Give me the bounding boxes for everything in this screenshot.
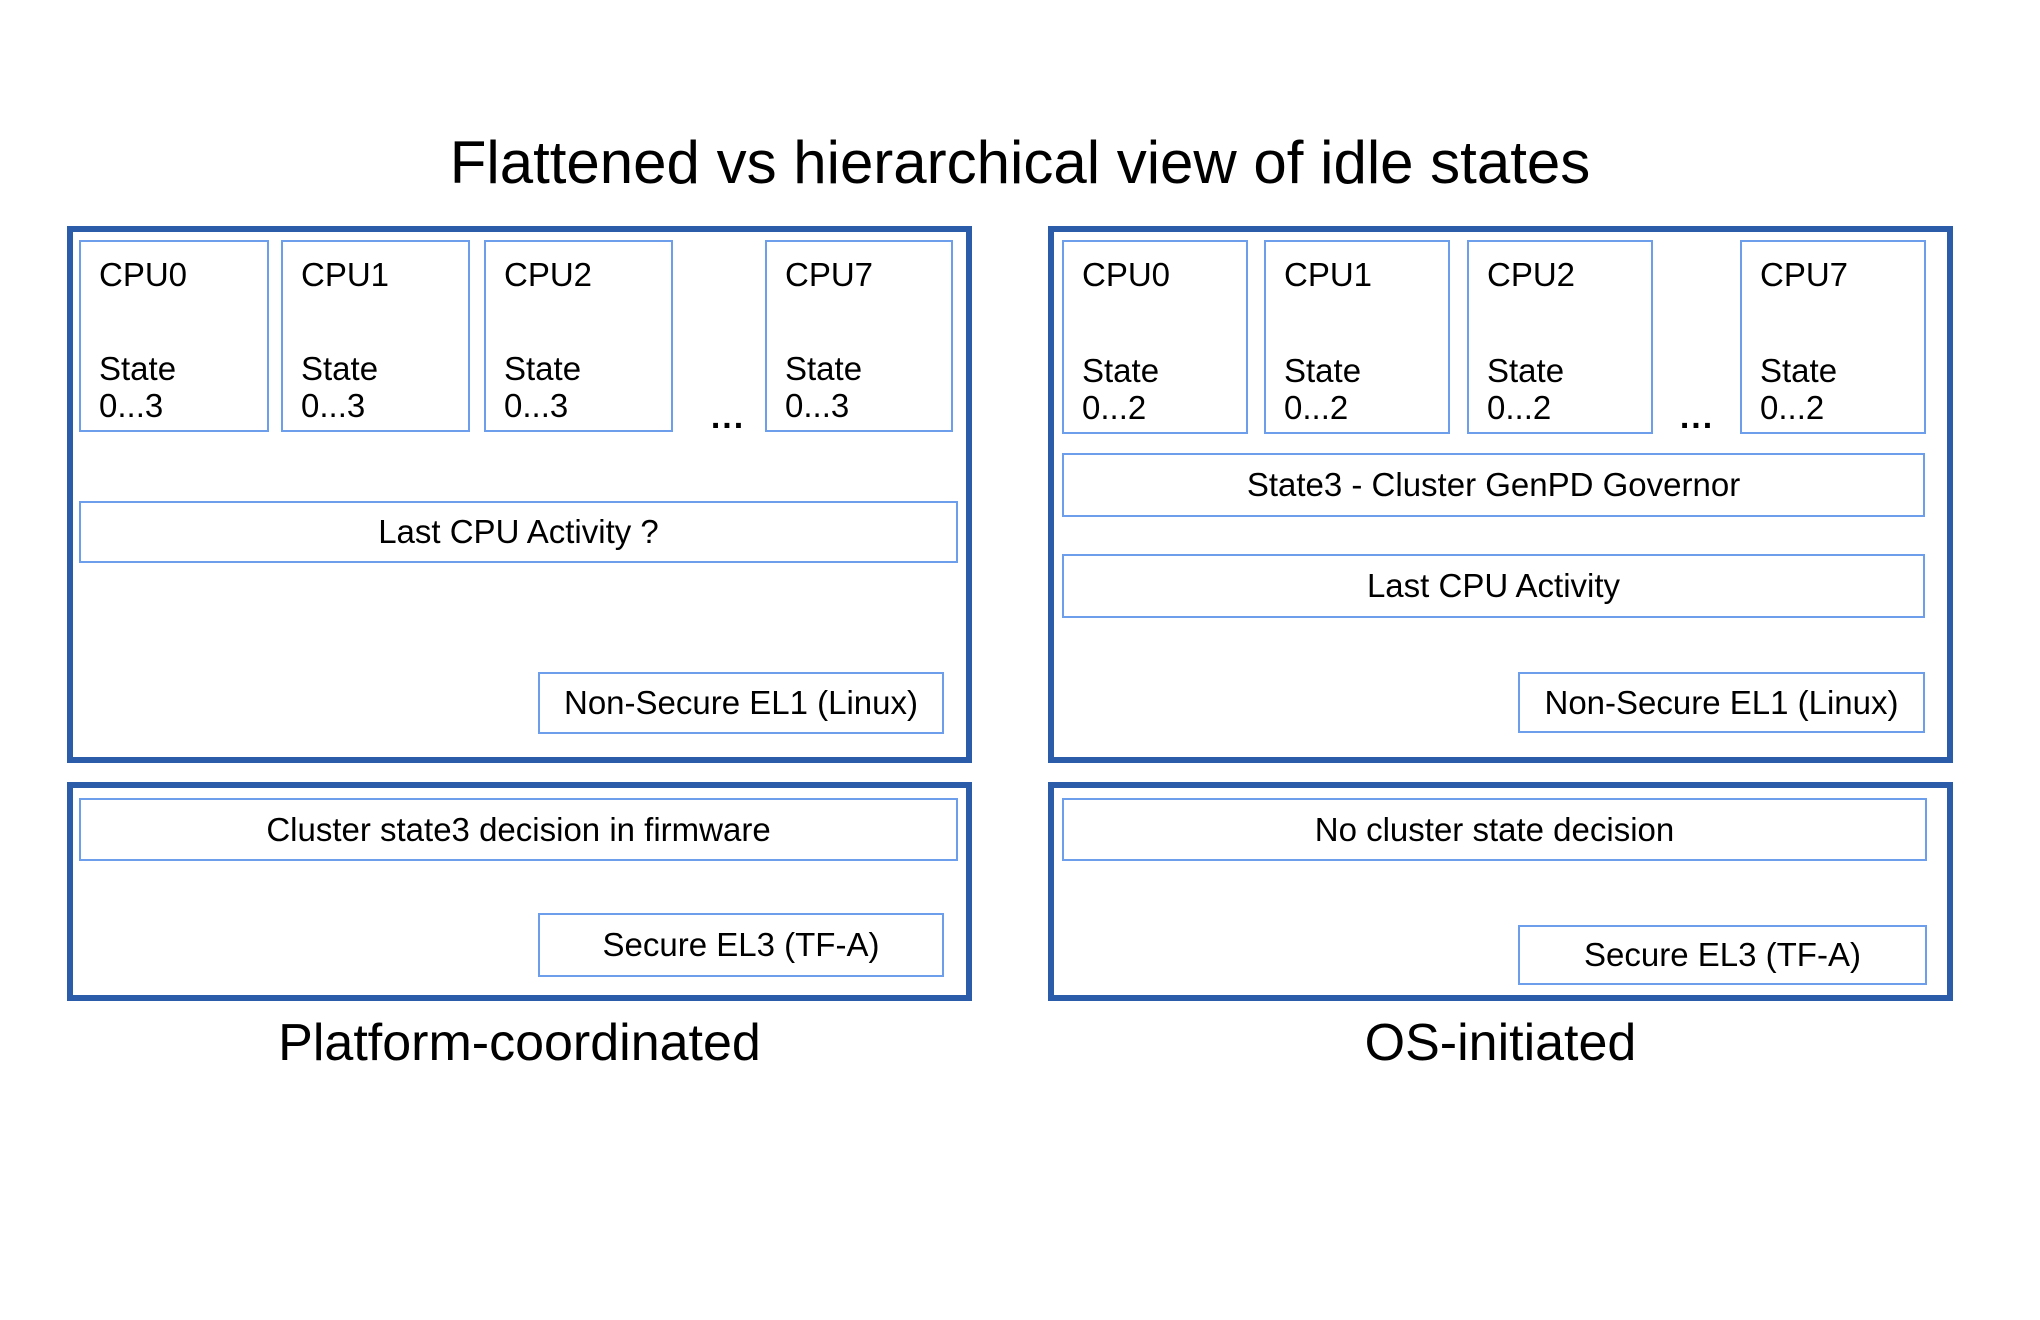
right-secure-panel: No cluster state decision Secure EL3 (TF… [1048,782,1953,1001]
right-cpu-ellipsis: ... [1679,398,1715,436]
cpu-name: CPU1 [1284,256,1373,293]
cpu-state-range: 0...2 [1284,389,1349,426]
non-secure-el1-box: Non-Secure EL1 (Linux) [1518,672,1925,733]
cpu-state-range: 0...2 [1487,389,1552,426]
cpu-state-range: 0...2 [1760,389,1825,426]
cpu-state-label: State [99,350,177,387]
diagram-title: Flattened vs hierarchical view of idle s… [449,129,1591,196]
cpu-name: CPU0 [99,256,188,293]
cpu-name: CPU0 [1082,256,1171,293]
cpu-state: State 0...2 [1760,352,1920,426]
cluster-genpd-governor-box: State3 - Cluster GenPD Governor [1062,453,1925,517]
cpu-state-range: 0...3 [301,387,366,424]
cpu-name: CPU2 [1487,256,1576,293]
cpu-state-label: State [1082,352,1160,389]
cpu-state: State 0...2 [1487,352,1647,426]
right-cpu1-box: CPU1 State 0...2 [1264,240,1450,434]
cpu-state: State 0...2 [1284,352,1444,426]
right-cpu2-box: CPU2 State 0...2 [1467,240,1653,434]
cpu-state: State 0...2 [1082,352,1242,426]
cpu-state: State 0...3 [301,350,464,424]
last-cpu-activity-box: Last CPU Activity [1062,554,1925,618]
cluster-state3-decision-box: Cluster state3 decision in firmware [79,798,958,861]
cpu-state-range: 0...3 [785,387,850,424]
cpu-name: CPU7 [1760,256,1849,293]
cpu-state-label: State [1487,352,1565,389]
cpu-state-label: State [504,350,582,387]
cpu-state-label: State [1284,352,1362,389]
right-cpu7-box: CPU7 State 0...2 [1740,240,1926,434]
cpu-state-range: 0...3 [504,387,569,424]
cpu-state-range: 0...3 [99,387,164,424]
non-secure-el1-box: Non-Secure EL1 (Linux) [538,672,944,734]
cpu-state-label: State [1760,352,1838,389]
cpu-state: State 0...3 [504,350,667,424]
cpu-state-range: 0...2 [1082,389,1147,426]
secure-el3-box: Secure EL3 (TF-A) [538,913,944,977]
left-cpu7-box: CPU7 State 0...3 [765,240,953,432]
cpu-state-label: State [301,350,379,387]
last-cpu-activity-box: Last CPU Activity ? [79,501,958,563]
os-initiated-caption: OS-initiated [1364,1014,1637,1072]
cpu-state: State 0...3 [99,350,263,424]
right-nonsecure-panel: CPU0 State 0...2 CPU1 State 0...2 CPU2 S… [1048,226,1953,763]
cpu-state: State 0...3 [785,350,947,424]
left-cpu-ellipsis: ... [710,398,746,436]
left-secure-panel: Cluster state3 decision in firmware Secu… [67,782,972,1001]
cpu-name: CPU2 [504,256,593,293]
secure-el3-box: Secure EL3 (TF-A) [1518,925,1927,985]
left-cpu0-box: CPU0 State 0...3 [79,240,269,432]
cpu-state-label: State [785,350,863,387]
cpu-name: CPU1 [301,256,390,293]
right-cpu0-box: CPU0 State 0...2 [1062,240,1248,434]
left-nonsecure-panel: CPU0 State 0...3 CPU1 State 0...3 CPU2 S… [67,226,972,763]
cpu-name: CPU7 [785,256,874,293]
left-cpu2-box: CPU2 State 0...3 [484,240,673,432]
platform-coordinated-caption: Platform-coordinated [278,1014,761,1072]
no-cluster-state-decision-box: No cluster state decision [1062,798,1927,861]
left-cpu1-box: CPU1 State 0...3 [281,240,470,432]
